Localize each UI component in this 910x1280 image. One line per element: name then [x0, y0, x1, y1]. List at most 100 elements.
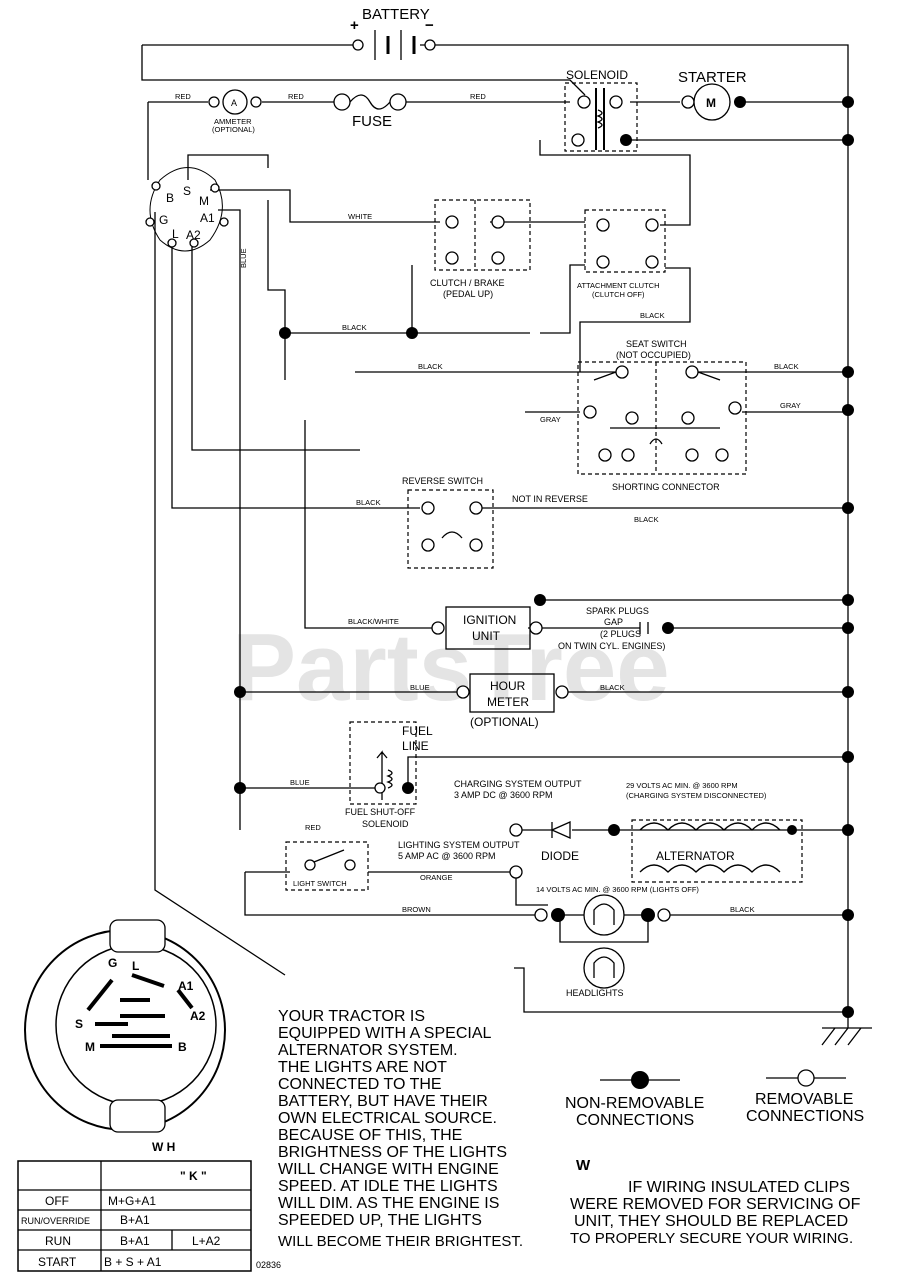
wire-label-red: RED: [470, 92, 486, 101]
battery-plus-sign: +: [350, 17, 359, 34]
battery: BATTERY + −: [350, 6, 436, 60]
alternator-rating: 29 VOLTS AC MIN. @ 3600 RPM: [626, 781, 738, 790]
ignition-unit-label: IGNITION: [463, 613, 516, 627]
wire-label-orange: ORANGE: [420, 873, 453, 882]
ammeter-label: AMMETER: [214, 117, 252, 126]
clutch-brake-switch: CLUTCH / BRAKE (PEDAL UP): [430, 199, 531, 299]
table-row-circuit: M+G+A1: [108, 1194, 156, 1208]
battery-minus-sign: −: [425, 17, 434, 34]
wire-label-red: RED: [175, 92, 191, 101]
wiring-warning: W IF WIRING INSULATED CLIPS WERE REMOVED…: [570, 1157, 861, 1247]
face-terminal-a2: A2: [190, 1009, 206, 1023]
ammeter-symbol: A: [231, 98, 237, 108]
clutch-brake-label: CLUTCH / BRAKE: [430, 278, 505, 288]
wire-label-black: BLACK: [342, 323, 367, 332]
note-line: BRIGHTNESS OF THE LIGHTS: [278, 1144, 507, 1161]
headlights: HEADLIGHTS: [534, 894, 671, 998]
fuel-shutoff-solenoid: FUEL LINE FUEL SHUT-OFF SOLENOID: [345, 721, 433, 829]
non-removable-marker: [631, 1071, 649, 1089]
note-line: OWN ELECTRICAL SOURCE.: [278, 1110, 497, 1127]
wire-label-black-white: BLACK/WHITE: [348, 617, 399, 626]
wire-label-black: BLACK: [634, 515, 659, 524]
battery-label: BATTERY: [362, 6, 430, 23]
lighting-output-label: LIGHTING SYSTEM OUTPUT: [398, 840, 520, 850]
shorting-connector-label: SHORTING CONNECTOR: [612, 482, 720, 492]
wire-label-white: WHITE: [348, 212, 372, 221]
removable-marker: [797, 1069, 815, 1087]
note-line: SPEED. AT IDLE THE LIGHTS: [278, 1178, 498, 1195]
wire-label-black: BLACK: [640, 311, 665, 320]
starter-solenoid: SOLENOID: [564, 68, 638, 152]
warning-line: UNIT, THEY SHOULD BE REPLACED: [574, 1213, 848, 1230]
wire-label-black: BLACK: [774, 362, 799, 371]
spark-plugs-label: SPARK PLUGS: [586, 606, 649, 616]
lighting-rating: 14 VOLTS AC MIN. @ 3600 RPM (LIGHTS OFF): [536, 885, 699, 894]
starter-label: STARTER: [678, 69, 747, 86]
ammeter: A AMMETER (OPTIONAL): [208, 89, 262, 134]
switch-position-table: " K " OFF M+G+A1 RUN/OVERRIDE B+A1 RUN B…: [17, 1160, 252, 1272]
wire-label-black: BLACK: [418, 362, 443, 371]
table-row-position: RUN: [45, 1234, 71, 1248]
terminal-g: G: [159, 213, 168, 227]
table-row-circuit: B+A1: [120, 1234, 150, 1248]
starter-motor-symbol: M: [706, 96, 716, 110]
fuel-solenoid-label: FUEL SHUT-OFF: [345, 807, 416, 817]
charging-output-label: CHARGING SYSTEM OUTPUT: [454, 779, 582, 789]
ammeter-optional: (OPTIONAL): [212, 125, 255, 134]
charging-output-rating: 3 AMP DC @ 3600 RPM: [454, 790, 553, 800]
face-terminal-m: M: [85, 1040, 95, 1054]
wire-label-blue: BLUE: [239, 248, 248, 268]
watermark: PartsTree: [232, 614, 670, 721]
wire-label-red: RED: [305, 823, 321, 832]
note-line: WILL DIM. AS THE ENGINE IS: [278, 1195, 499, 1212]
not-in-reverse-label: NOT IN REVERSE: [512, 494, 588, 504]
warning-line: TO PROPERLY SECURE YOUR WIRING.: [570, 1230, 853, 1247]
note-line: BECAUSE OF THIS, THE: [278, 1127, 462, 1144]
ignition-unit-label-2: UNIT: [472, 629, 501, 643]
fuse-label: FUSE: [352, 113, 392, 130]
alternator-note: YOUR TRACTOR IS EQUIPPED WITH A SPECIAL …: [278, 1008, 523, 1250]
wire-label-brown: BROWN: [402, 905, 431, 914]
hour-meter-label-2: METER: [487, 695, 529, 709]
spark-plugs-count: (2 PLUGS: [600, 629, 641, 639]
lighting-output-rating: 5 AMP AC @ 3600 RPM: [398, 851, 496, 861]
fuel-solenoid-label-2: SOLENOID: [362, 819, 409, 829]
attachment-clutch-state: (CLUTCH OFF): [592, 290, 645, 299]
terminal-l: L: [172, 227, 179, 241]
note-line: YOUR TRACTOR IS: [278, 1008, 425, 1025]
ignition-switch: B S M G A1 L A2: [145, 167, 229, 252]
note-line: WILL BECOME THEIR BRIGHTEST.: [278, 1233, 523, 1250]
table-row-circuit: B+A1: [120, 1213, 150, 1227]
note-line: BATTERY, BUT HAVE THEIR: [278, 1093, 488, 1110]
ignition-unit: IGNITION UNIT SPARK PLUGS GAP (2 PLUGS O…: [431, 606, 665, 651]
connection-legend: NON-REMOVABLE CONNECTIONS REMOVABLE CONN…: [565, 1069, 864, 1129]
alternator-label: ALTERNATOR: [656, 849, 735, 863]
reverse-switch-label: REVERSE SWITCH: [402, 476, 483, 486]
fuel-line-label-2: LINE: [402, 739, 429, 753]
legend-non-removable-2: CONNECTIONS: [576, 1112, 694, 1129]
light-switch-label: LIGHT SWITCH: [293, 879, 347, 888]
charging-system: CHARGING SYSTEM OUTPUT 3 AMP DC @ 3600 R…: [398, 779, 803, 894]
table-row-circuit: B + S + A1: [104, 1255, 162, 1269]
terminal-s: S: [183, 184, 191, 198]
face-terminal-b: B: [178, 1040, 187, 1054]
diode-label: DIODE: [541, 849, 579, 863]
ignition-switch-face: G L A1 A2 S M B W H: [24, 919, 226, 1154]
note-line: CONNECTED TO THE: [278, 1076, 442, 1093]
terminal-b: B: [166, 191, 174, 205]
legend-removable-2: CONNECTIONS: [746, 1108, 864, 1125]
hour-meter: HOUR METER (OPTIONAL): [456, 673, 569, 729]
wire-label-black: BLACK: [356, 498, 381, 507]
starter-motor: STARTER M: [678, 69, 747, 121]
table-row-position: OFF: [45, 1194, 69, 1208]
note-line: WILL CHANGE WITH ENGINE: [278, 1161, 499, 1178]
wire-label-black: BLACK: [730, 905, 755, 914]
terminal-a1: A1: [200, 211, 215, 225]
face-terminal-l: L: [132, 959, 139, 973]
headlights-label: HEADLIGHTS: [566, 988, 624, 998]
wire-color-labels: RED RED RED WHITE BLUE BLACK BLACK BLACK…: [175, 92, 801, 914]
alternator-rating-2: (CHARGING SYSTEM DISCONNECTED): [626, 791, 767, 800]
terminal-m: M: [199, 194, 209, 208]
